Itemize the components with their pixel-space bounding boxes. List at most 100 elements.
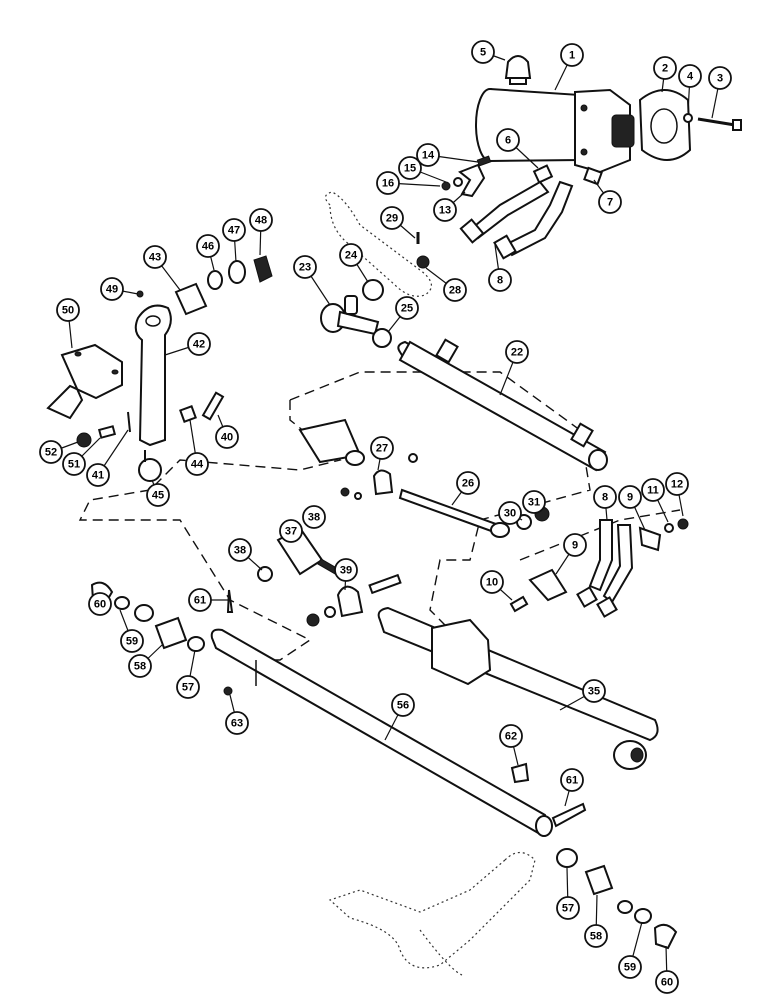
callout-circle	[641, 478, 665, 502]
callout-circle	[498, 501, 522, 525]
callout-c14: 14	[416, 143, 440, 167]
hose-bracket-lower	[528, 568, 568, 602]
clevis-bushing-lower	[257, 566, 273, 582]
callout-circle	[433, 198, 457, 222]
callout-c30: 30	[498, 501, 522, 525]
callout-number: 1	[569, 50, 575, 62]
callout-number: 11	[647, 485, 659, 497]
callout-c26: 26	[456, 471, 480, 495]
callout-number: 15	[404, 163, 416, 175]
callout-number: 4	[687, 71, 694, 83]
callout-circle	[143, 245, 167, 269]
callout-c15: 15	[398, 156, 422, 180]
clip-screw	[476, 155, 492, 167]
bracket-nut-upper	[677, 518, 689, 530]
hose-clip	[458, 163, 486, 198]
callout-c50: 50	[56, 298, 80, 322]
callout-c25: 25	[395, 296, 419, 320]
callout-c28: 28	[443, 278, 467, 302]
callout-number: 26	[462, 478, 474, 490]
callout-circle	[176, 675, 200, 699]
callout-c45: 45	[146, 483, 170, 507]
callout-c10: 10	[480, 570, 504, 594]
callout-circle	[62, 452, 86, 476]
callout-number: 23	[299, 262, 311, 274]
callout-c56: 56	[391, 693, 415, 717]
callout-number: 59	[624, 962, 636, 974]
valve-shaft	[377, 606, 659, 770]
callout-circle	[88, 592, 112, 616]
callout-number: 28	[449, 285, 461, 297]
callout-c9b: 9	[563, 533, 587, 557]
callout-number: 56	[397, 700, 409, 712]
callout-circle	[56, 298, 80, 322]
callout-c27: 27	[370, 436, 394, 460]
callout-c2: 2	[653, 56, 677, 80]
callout-number: 14	[422, 150, 435, 162]
callout-circle	[522, 490, 546, 514]
callout-c16: 16	[376, 171, 400, 195]
callout-number: 8	[497, 275, 503, 287]
callout-c24: 24	[339, 243, 363, 267]
callout-number: 58	[590, 931, 602, 943]
callout-circle	[86, 463, 110, 487]
callout-c42: 42	[187, 332, 211, 356]
callout-c8b: 8	[593, 485, 617, 509]
lock-washer	[453, 177, 463, 187]
callout-circle	[499, 724, 523, 748]
callout-c47: 47	[222, 218, 246, 242]
callout-number: 31	[528, 497, 540, 509]
starter-motor	[475, 88, 635, 174]
callout-c39: 39	[334, 558, 358, 582]
callout-c6: 6	[496, 128, 520, 152]
callout-c3: 3	[708, 66, 732, 90]
callout-circle	[556, 896, 580, 920]
callout-number: 61	[566, 775, 578, 787]
callout-number: 60	[661, 977, 673, 989]
callout-circle	[456, 471, 480, 495]
castle-nut	[416, 255, 430, 269]
callout-c5: 5	[471, 40, 495, 64]
callout-number: 27	[376, 443, 388, 455]
callout-circle	[593, 485, 617, 509]
callout-number: 3	[717, 73, 723, 85]
callout-c8a: 8	[488, 268, 512, 292]
callout-number: 10	[486, 577, 498, 589]
callout-number: 9	[572, 540, 578, 552]
callout-number: 51	[68, 459, 80, 471]
callout-c4: 4	[678, 64, 702, 88]
callout-circle	[653, 56, 677, 80]
lift-arm-outline	[328, 851, 536, 976]
bracket-washer	[664, 523, 674, 533]
callout-c59a: 59	[120, 629, 144, 653]
breather-cap	[504, 55, 532, 85]
bracket-nut	[76, 432, 92, 448]
callout-circle	[225, 711, 249, 735]
clamp-collar	[306, 573, 402, 627]
callout-circle	[249, 208, 273, 232]
callout-c60b: 60	[655, 970, 679, 994]
callout-circle	[496, 128, 520, 152]
callout-c48: 48	[249, 208, 273, 232]
mounting-bracket	[46, 343, 123, 420]
callout-number: 6	[505, 135, 511, 147]
callout-circle	[187, 332, 211, 356]
callout-c61a: 61	[188, 588, 212, 612]
callout-circle	[391, 693, 415, 717]
callout-number: 8	[602, 492, 608, 504]
callout-c9a: 9	[618, 485, 642, 509]
mounting-bolt	[683, 113, 742, 131]
callout-circle	[563, 533, 587, 557]
callout-c43: 43	[143, 245, 167, 269]
callout-circle	[279, 519, 303, 543]
callout-number: 5	[480, 47, 486, 59]
callout-c51: 51	[62, 452, 86, 476]
callout-c37: 37	[279, 519, 303, 543]
callout-circle	[339, 243, 363, 267]
callout-circle	[302, 505, 326, 529]
callout-number: 9	[627, 492, 633, 504]
callout-c49: 49	[100, 277, 124, 301]
callout-number: 37	[285, 526, 297, 538]
callout-circle	[334, 558, 358, 582]
callout-c61b: 61	[560, 768, 584, 792]
